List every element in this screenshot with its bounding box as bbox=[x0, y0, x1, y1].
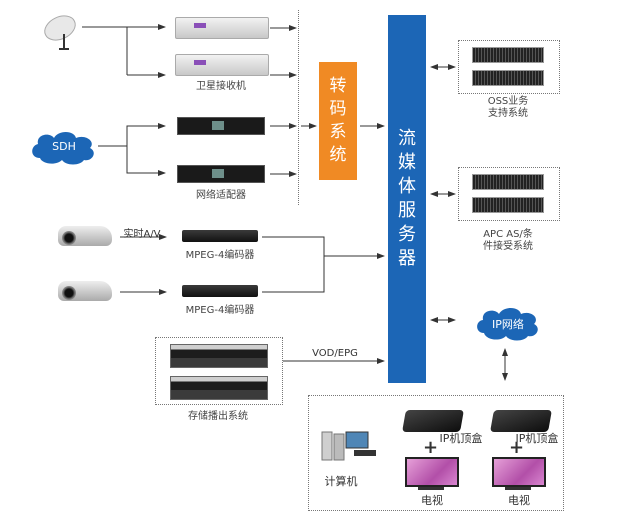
input-group-divider bbox=[298, 10, 299, 205]
apc-label-line2: 件接受系统 bbox=[483, 241, 533, 252]
camera-1-icon bbox=[58, 226, 112, 246]
apc-server-2 bbox=[472, 197, 544, 213]
satellite-receiver-2 bbox=[175, 54, 269, 76]
satellite-dish-icon bbox=[44, 15, 76, 50]
transcoding-system-block: 转 码 系 统 bbox=[319, 62, 357, 180]
tv-2-stand bbox=[505, 487, 531, 490]
client-devices-group bbox=[308, 395, 564, 511]
streaming-char: 流 bbox=[398, 128, 416, 149]
network-adapter-2 bbox=[177, 165, 265, 183]
tv-1-stand bbox=[418, 487, 444, 490]
sdh-label: SDH bbox=[52, 140, 76, 153]
streaming-char: 器 bbox=[398, 248, 416, 269]
streaming-char: 服 bbox=[398, 200, 416, 221]
streaming-char: 媒 bbox=[398, 152, 416, 173]
oss-server-1 bbox=[472, 47, 544, 63]
computer-label: 计算机 bbox=[324, 475, 358, 488]
streaming-char: 务 bbox=[398, 224, 416, 245]
oss-label-line1: OSS业务 bbox=[487, 96, 529, 107]
tv-2-icon bbox=[492, 457, 546, 487]
streaming-char: 体 bbox=[398, 176, 416, 197]
ip-set-top-box-2 bbox=[490, 410, 552, 432]
encoder-label-2: MPEG-4编码器 bbox=[185, 305, 255, 316]
camera-2-icon bbox=[58, 281, 112, 301]
transcoding-char: 系 bbox=[329, 122, 347, 142]
transcoding-char: 统 bbox=[329, 145, 347, 165]
storage-system-label: 存储播出系统 bbox=[188, 411, 248, 422]
stb-label-1: IP机顶盒 bbox=[439, 432, 483, 445]
realtime-av-label: 实时A/V bbox=[123, 229, 161, 240]
oss-label-line2: 支持系统 bbox=[488, 108, 528, 119]
network-adapter-label: 网络适配器 bbox=[196, 190, 246, 201]
encoder-label-1: MPEG-4编码器 bbox=[185, 250, 255, 261]
tv-1-icon bbox=[405, 457, 459, 487]
vod-epg-label: VOD/EPG bbox=[312, 348, 358, 359]
transcoding-char: 转 bbox=[329, 76, 347, 96]
tv-label-1: 电视 bbox=[421, 494, 443, 507]
storage-system-group bbox=[155, 337, 283, 405]
computer-icon bbox=[321, 431, 376, 461]
oss-system-group bbox=[458, 40, 560, 94]
streaming-server-block: 流 媒 体 服 务 器 bbox=[388, 15, 426, 383]
tv-label-2: 电视 bbox=[508, 494, 530, 507]
oss-label: OSS业务 支持系统 bbox=[458, 96, 558, 120]
ip-network-cloud-icon bbox=[477, 308, 538, 341]
satellite-receiver-1 bbox=[175, 17, 269, 39]
storage-server-2 bbox=[170, 376, 268, 400]
oss-server-2 bbox=[472, 70, 544, 86]
transcoding-char: 码 bbox=[329, 99, 347, 119]
satellite-line bbox=[82, 26, 128, 75]
apc-server-1 bbox=[472, 174, 544, 190]
apc-label-line1: APC AS/条 bbox=[483, 229, 533, 240]
ip-network-label: IP网络 bbox=[492, 318, 524, 331]
sdh-cloud-icon bbox=[32, 132, 94, 165]
plus-sign-1: + bbox=[423, 437, 439, 458]
apc-system-group bbox=[458, 167, 560, 221]
ip-set-top-box-1 bbox=[402, 410, 464, 432]
plus-sign-2: + bbox=[509, 437, 525, 458]
network-adapter-1 bbox=[177, 117, 265, 135]
stb-label-2: IP机顶盒 bbox=[515, 432, 559, 445]
satellite-receiver-label: 卫星接收机 bbox=[196, 81, 246, 92]
mpeg4-encoder-2 bbox=[182, 285, 258, 297]
storage-server-1 bbox=[170, 344, 268, 368]
apc-label: APC AS/条 件接受系统 bbox=[458, 229, 558, 253]
mpeg4-encoder-1 bbox=[182, 230, 258, 242]
